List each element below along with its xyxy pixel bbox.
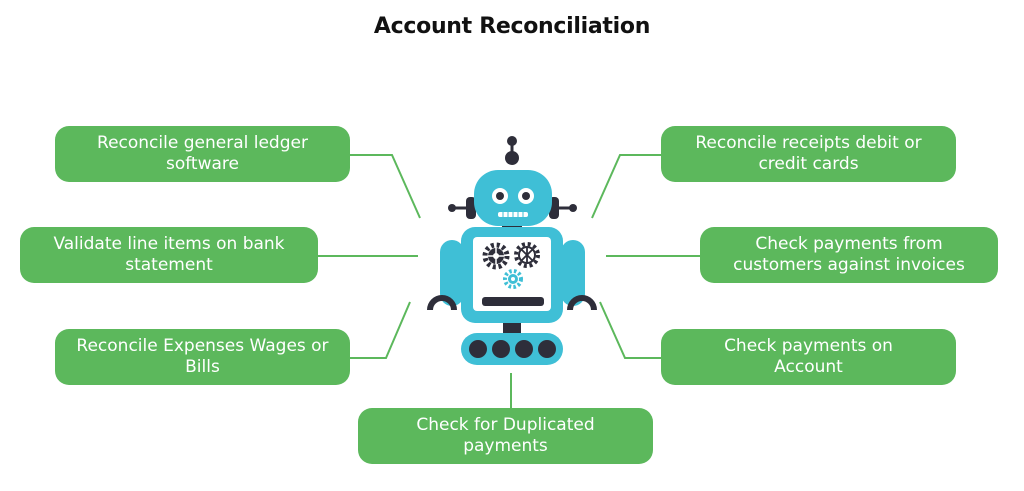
connector-right-3: [599, 301, 661, 359]
gear-icon: [482, 242, 510, 270]
task-label: Check for Duplicated payments: [416, 415, 595, 456]
task-box-left-1: Reconcile general ledger software: [55, 126, 350, 182]
gear-icon: [514, 242, 540, 268]
task-label: Reconcile general ledger software: [97, 133, 308, 174]
connector-left-3: [350, 301, 411, 359]
task-box-right-1: Reconcile receipts debit or credit cards: [661, 126, 956, 182]
task-label: Reconcile receipts debit or credit cards: [695, 133, 922, 174]
task-label: Reconcile Expenses Wages or Bills: [76, 336, 329, 377]
task-box-bottom: Check for Duplicated payments: [358, 408, 653, 464]
task-box-left-3: Reconcile Expenses Wages or Bills: [55, 329, 350, 385]
task-label: Check payments from customers against in…: [733, 234, 965, 275]
task-label: Validate line items on bank statement: [53, 234, 285, 275]
task-box-right-3: Check payments on Account: [661, 329, 956, 385]
connector-left-1: [350, 154, 421, 219]
task-label: Check payments on Account: [724, 336, 893, 377]
gear-icon: [503, 269, 523, 289]
task-box-right-2: Check payments from customers against in…: [700, 227, 998, 283]
task-box-left-2: Validate line items on bank statement: [20, 227, 318, 283]
connector-right-1: [591, 154, 661, 219]
page-title: Account Reconciliation: [373, 14, 651, 39]
